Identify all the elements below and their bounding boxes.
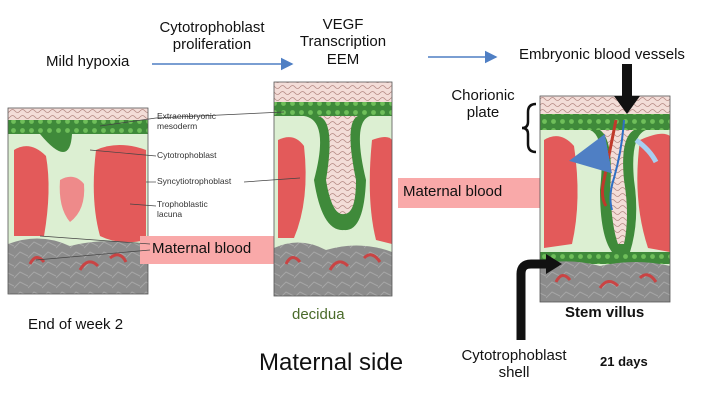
- label-line: Cytotrophoblast: [159, 19, 265, 36]
- label-line: proliferation: [172, 36, 252, 54]
- label-line: Trophoblastic: [157, 199, 208, 209]
- cytotrophoblast-shell-shape: [540, 252, 670, 264]
- cytotrophoblast-proliferation-label: Cytotrophoblast proliferation: [150, 19, 274, 54]
- maternal-blood-band-1: [140, 236, 274, 264]
- label-line: Cytotrophoblast: [461, 347, 567, 364]
- syncytiotrophoblast-label: Syncytiotrophoblast: [157, 176, 232, 186]
- label-line: Chorionic: [451, 87, 515, 104]
- chorionic-plate-brace: [521, 102, 537, 154]
- days-21-label: 21 days: [600, 354, 648, 369]
- cytotrophoblast-label: Cytotrophoblast: [157, 150, 217, 160]
- panel-21-days: [539, 95, 671, 303]
- decidua-shape: [8, 238, 148, 294]
- embryonic-vessels-arrow: [614, 64, 640, 114]
- maternal-side-label: Maternal side: [259, 349, 404, 376]
- label-line: Transcription: [299, 33, 387, 51]
- chorionic-plate-label: Chorionic plate: [447, 87, 519, 122]
- label-line: lacuna: [157, 208, 183, 219]
- maternal-blood-label-1: Maternal blood: [152, 240, 252, 257]
- mild-hypoxia-label: Mild hypoxia: [46, 53, 130, 70]
- cytotrophoblast-shell-arrow: [516, 254, 562, 340]
- trophoblastic-lacuna-label: Trophoblastic lacuna: [157, 199, 208, 220]
- end-of-week-2-label: End of week 2: [28, 316, 124, 333]
- decidua-label: decidua: [292, 306, 345, 323]
- label-line: EEM: [326, 50, 360, 68]
- panel-middle: [273, 81, 393, 297]
- stem-villus-label: Stem villus: [565, 304, 645, 321]
- maternal-blood-band-2: [398, 178, 542, 208]
- label-line: shell: [498, 364, 530, 382]
- vegf-transcription-eem-label: VEGF Transcription EEM: [292, 16, 394, 68]
- extraembryonic-mesoderm-label: Extraembryonic mesoderm: [157, 111, 217, 132]
- leader-lines: [35, 111, 301, 261]
- panel-week-2: [7, 107, 149, 295]
- label-line: plate: [466, 104, 500, 122]
- embryonic-blood-vessels-label: Embryonic blood vessels: [519, 46, 685, 63]
- trophoblastic-lacuna-shape: [14, 146, 49, 236]
- label-line: Extraembryonic: [157, 111, 217, 121]
- label-line: VEGF: [322, 16, 364, 33]
- maternal-blood-label-2: Maternal blood: [403, 183, 503, 200]
- cytotrophoblast-shell-label: Cytotrophoblast shell: [450, 347, 578, 382]
- label-line: mesoderm: [157, 120, 198, 131]
